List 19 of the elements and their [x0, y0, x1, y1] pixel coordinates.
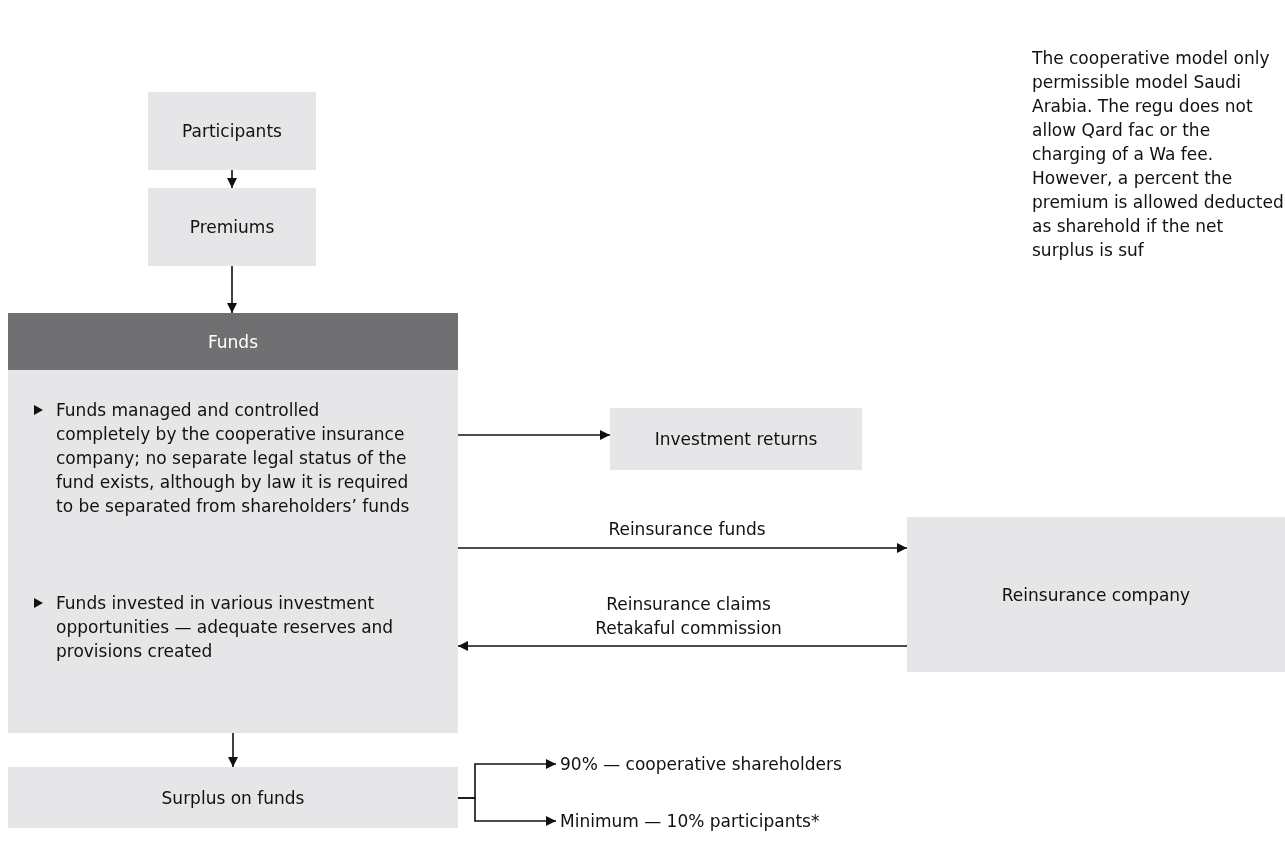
bullet-text: Funds invested in various investment opportunities — adequate reserves and provisions created — [56, 592, 395, 663]
note-text: The cooperative model only permissible model Saudi Arabia. The regu does not allow Qard fac or the charging of a Wa fee. However, a percent the premium is allowed deducted as sharehold if the net surplus is suf — [1032, 47, 1285, 262]
bullet-text: Funds managed and controlled completely by the cooperative insurance company; no separate legal status of the fund exists, although by law it is required to be separated from shareholders’ funds — [56, 399, 411, 518]
process-box: Reinsurance company — [907, 517, 1285, 672]
arrow — [457, 430, 611, 440]
process-box: Premiums — [148, 188, 316, 266]
outcome-text: 90% — cooperative shareholders — [560, 748, 930, 780]
arrow — [457, 641, 908, 651]
arrow — [227, 265, 237, 314]
arrow — [457, 797, 557, 826]
arrow — [228, 732, 238, 768]
panel-header: Funds — [8, 313, 458, 370]
arrow — [457, 543, 908, 553]
outcome-text: Minimum — 10% participants* — [560, 805, 930, 837]
process-box: Participants — [148, 92, 316, 170]
process-box: Surplus on funds — [8, 767, 458, 828]
fund-panel — [8, 313, 458, 733]
arrow — [227, 169, 237, 189]
process-box: Investment returns — [610, 408, 862, 470]
